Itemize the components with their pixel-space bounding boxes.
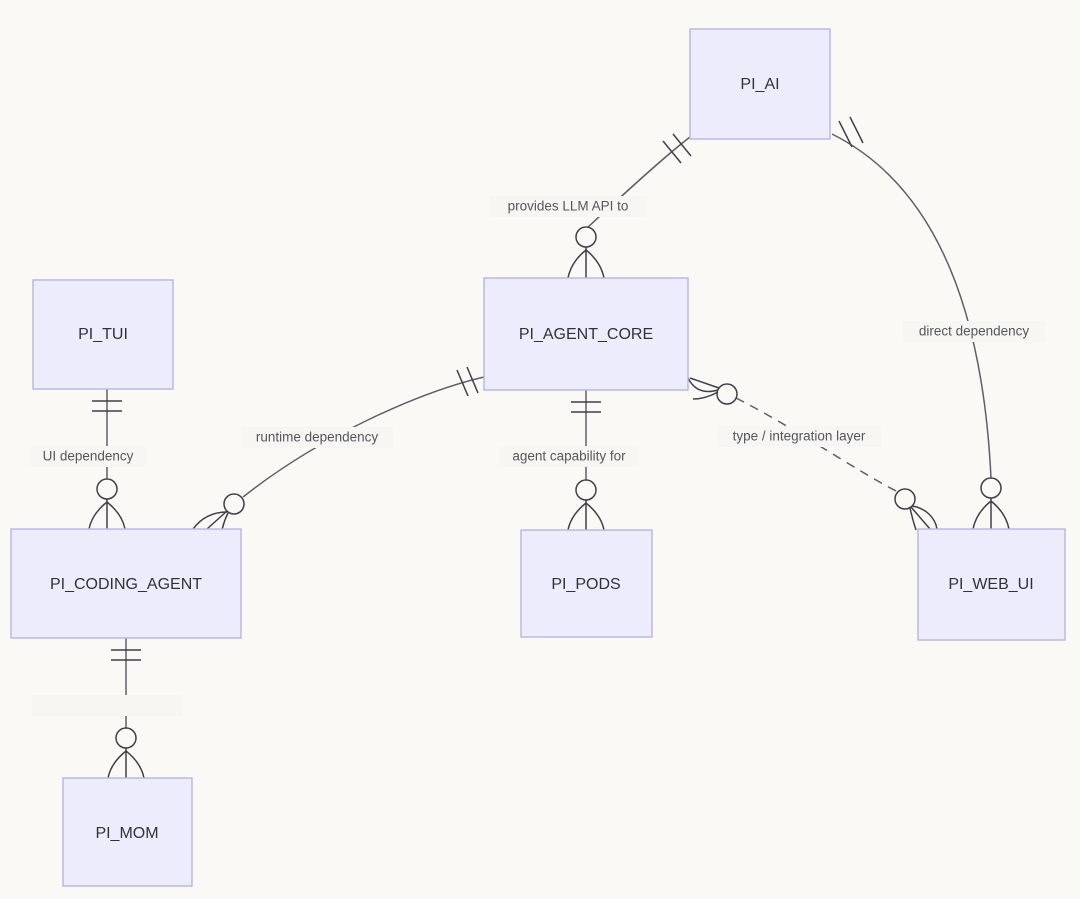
cardinality-exactly-one-marker xyxy=(662,133,692,164)
relationship-runtime-dependency[interactable] xyxy=(192,366,485,531)
cardinality-exactly-one-marker xyxy=(571,401,601,413)
entity-pi-web-ui[interactable]: PI_WEB_UI xyxy=(917,528,1066,641)
cardinality-zero-or-many-marker xyxy=(687,377,738,405)
entity-box xyxy=(520,529,653,638)
relationship-embedded-used-by[interactable] xyxy=(107,638,145,779)
zero-circle-icon xyxy=(980,477,1002,499)
zero-circle-icon xyxy=(223,493,245,515)
entity-box xyxy=(689,28,831,140)
relationship-provides-llm-api-to[interactable] xyxy=(567,133,692,279)
cardinality-zero-or-many-marker xyxy=(567,226,605,279)
relationship-label-direct-dependency: direct dependency xyxy=(903,321,1045,342)
entity-label: PI_TUI xyxy=(78,326,128,343)
relationship-label-text: direct dependency xyxy=(919,324,1030,339)
label-background xyxy=(32,695,182,716)
entity-label: PI_PODS xyxy=(551,576,620,593)
relationship-label-provides-llm-api-to: provides LLM API to xyxy=(490,196,647,217)
relationship-line xyxy=(831,133,992,479)
cardinality-exactly-one-marker xyxy=(92,400,122,412)
entity-box xyxy=(62,777,193,887)
cardinality-zero-or-many-marker xyxy=(972,477,1010,530)
cardinality-zero-or-many-marker xyxy=(88,478,126,530)
entity-pi-ai[interactable]: PI_AI xyxy=(689,28,831,140)
zero-circle-icon xyxy=(575,479,597,501)
label-background xyxy=(30,446,147,467)
zero-circle-icon xyxy=(716,383,738,405)
relationship-label-text: UI dependency xyxy=(43,449,134,464)
zero-circle-icon xyxy=(96,478,118,500)
zero-circle-icon xyxy=(115,727,137,749)
cardinality-zero-or-many-marker xyxy=(894,488,938,531)
zero-circle-icon xyxy=(894,488,916,510)
cardinality-exactly-one-marker xyxy=(456,366,479,397)
entity-pi-mom[interactable]: PI_MOM xyxy=(62,777,193,887)
entity-box xyxy=(483,277,689,391)
cardinality-zero-or-many-marker xyxy=(107,727,145,779)
entity-pi-pods[interactable]: PI_PODS xyxy=(520,529,653,638)
entity-label: PI_CODING_AGENT xyxy=(50,576,202,593)
entity-pi-agent-core[interactable]: PI_AGENT_CORE xyxy=(483,277,689,391)
cardinality-zero-or-many-marker xyxy=(192,493,245,531)
cardinality-zero-or-many-marker xyxy=(567,479,605,531)
relationship-label-text: type / integration layer xyxy=(733,429,866,444)
relationship-type-integration-layer[interactable] xyxy=(687,377,938,531)
relationship-line xyxy=(242,376,485,498)
label-background xyxy=(717,426,881,447)
relationship-label-ui-dependency: UI dependency xyxy=(30,446,147,467)
entity-label: PI_AGENT_CORE xyxy=(519,326,653,343)
entity-pi-tui[interactable]: PI_TUI xyxy=(32,279,174,390)
relationship-label-agent-capability-for: agent capability for xyxy=(499,446,639,467)
entity-label: PI_MOM xyxy=(95,825,158,842)
entity-pi-coding-agent[interactable]: PI_CODING_AGENT xyxy=(10,528,242,639)
entity-box xyxy=(10,528,242,639)
label-background xyxy=(903,321,1045,342)
relationship-label-text: runtime dependency xyxy=(256,430,379,445)
entity-box xyxy=(32,279,174,390)
relationship-ui-dependency[interactable] xyxy=(88,389,126,530)
entity-label: PI_AI xyxy=(740,76,779,93)
relationship-label-embedded-used-by xyxy=(32,695,182,716)
label-background xyxy=(241,427,393,448)
relationship-label-runtime-dependency: runtime dependency xyxy=(241,427,393,448)
entity-label: PI_WEB_UI xyxy=(948,576,1033,593)
relationship-label-text: provides LLM API to xyxy=(508,199,629,214)
entity-box xyxy=(917,528,1066,641)
relationship-direct-dependency[interactable] xyxy=(831,116,1010,530)
relationship-label-text: agent capability for xyxy=(512,449,626,464)
relationship-label-type-integration-layer: type / integration layer xyxy=(717,426,881,447)
cardinality-exactly-one-marker xyxy=(838,116,864,148)
relationship-line xyxy=(586,136,691,229)
cardinality-exactly-one-marker xyxy=(111,649,141,661)
label-background xyxy=(499,446,639,467)
zero-circle-icon xyxy=(575,226,597,248)
label-background xyxy=(490,196,647,217)
